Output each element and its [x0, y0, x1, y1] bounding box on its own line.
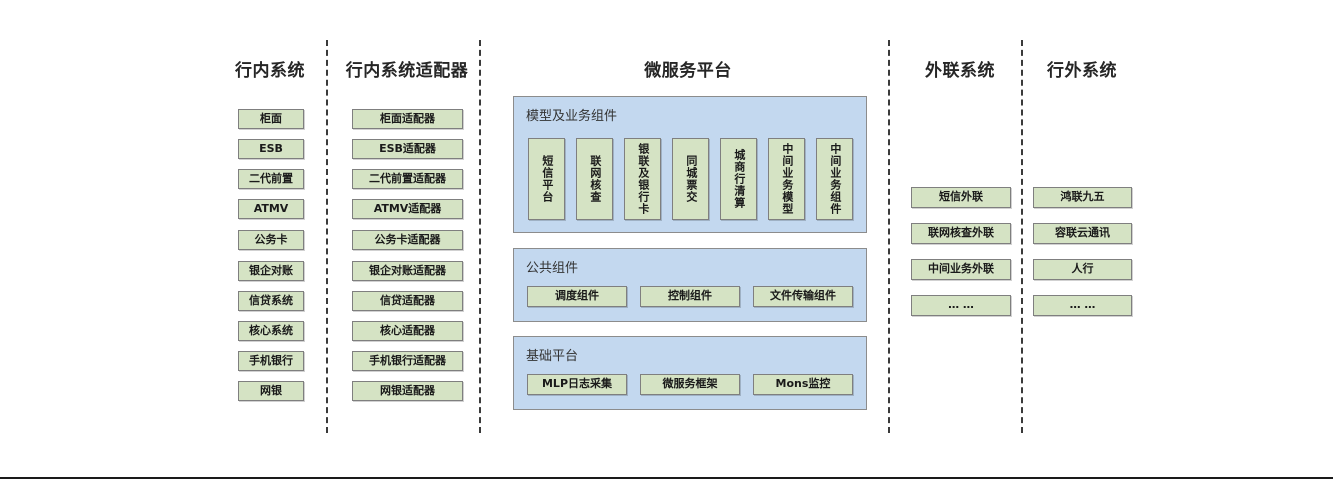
- node-public-component-1[interactable]: 调度组件: [527, 286, 627, 307]
- node-model-component-3[interactable]: 银联及银行卡: [624, 138, 661, 220]
- node-intra-bank-system-1[interactable]: 柜面: [238, 109, 304, 129]
- node-model-component-4[interactable]: 同城票交: [672, 138, 709, 220]
- node-intra-bank-system-3[interactable]: 二代前置: [238, 169, 304, 189]
- node-intra-bank-adapter-1[interactable]: 柜面适配器: [352, 109, 463, 129]
- node-intra-bank-adapter-7[interactable]: 信贷适配器: [352, 291, 463, 311]
- node-intra-bank-adapter-3[interactable]: 二代前置适配器: [352, 169, 463, 189]
- node-base-platform-1[interactable]: MLP日志采集: [527, 374, 627, 395]
- column-title-intra-bank-systems: 行内系统: [235, 61, 305, 81]
- column-title-external-liaison-systems: 外联系统: [925, 61, 995, 81]
- panel-label-public-components: 公共组件: [526, 261, 579, 276]
- node-outside-bank-3[interactable]: 人行: [1033, 259, 1132, 280]
- node-intra-bank-adapter-9[interactable]: 手机银行适配器: [352, 351, 463, 371]
- node-intra-bank-adapter-10[interactable]: 网银适配器: [352, 381, 463, 401]
- node-model-component-2[interactable]: 联网核查: [576, 138, 613, 220]
- node-intra-bank-system-6[interactable]: 银企对账: [238, 261, 304, 281]
- node-outside-bank-1[interactable]: 鸿联九五: [1033, 187, 1132, 208]
- node-intra-bank-system-9[interactable]: 手机银行: [238, 351, 304, 371]
- panel-label-model-business-components: 模型及业务组件: [526, 109, 618, 124]
- node-intra-bank-adapter-8[interactable]: 核心适配器: [352, 321, 463, 341]
- node-outside-bank-2[interactable]: 容联云通讯: [1033, 223, 1132, 244]
- node-intra-bank-adapter-5[interactable]: 公务卡适配器: [352, 230, 463, 250]
- node-intra-bank-system-2[interactable]: ESB: [238, 139, 304, 159]
- panel-base-platform: 基础平台: [513, 336, 867, 410]
- node-external-liaison-3[interactable]: 中间业务外联: [911, 259, 1011, 280]
- node-intra-bank-adapter-2[interactable]: ESB适配器: [352, 139, 463, 159]
- column-divider-1: [326, 40, 328, 433]
- node-intra-bank-system-7[interactable]: 信贷系统: [238, 291, 304, 311]
- node-base-platform-3[interactable]: Mons监控: [753, 374, 853, 395]
- column-title-intra-bank-adapters: 行内系统适配器: [345, 61, 469, 81]
- node-intra-bank-adapter-4[interactable]: ATMV适配器: [352, 199, 463, 219]
- panel-label-base-platform: 基础平台: [526, 349, 579, 364]
- node-external-liaison-2[interactable]: 联网核查外联: [911, 223, 1011, 244]
- node-model-component-5[interactable]: 城商行清算: [720, 138, 757, 220]
- node-model-component-7[interactable]: 中间业务组件: [816, 138, 853, 220]
- node-base-platform-2[interactable]: 微服务框架: [640, 374, 740, 395]
- node-external-liaison-1[interactable]: 短信外联: [911, 187, 1011, 208]
- node-model-component-1[interactable]: 短信平台: [528, 138, 565, 220]
- column-divider-3: [888, 40, 890, 433]
- column-title-outside-bank-systems: 行外系统: [1047, 61, 1117, 81]
- page-bottom-rule: [0, 477, 1333, 479]
- node-outside-bank-4[interactable]: … …: [1033, 295, 1132, 316]
- node-intra-bank-adapter-6[interactable]: 银企对账适配器: [352, 261, 463, 281]
- column-title-microservice-platform: 微服务平台: [644, 61, 732, 81]
- panel-public-components: 公共组件: [513, 248, 867, 322]
- node-external-liaison-4[interactable]: … …: [911, 295, 1011, 316]
- column-divider-4: [1021, 40, 1023, 433]
- node-intra-bank-system-10[interactable]: 网银: [238, 381, 304, 401]
- node-public-component-3[interactable]: 文件传输组件: [753, 286, 853, 307]
- node-intra-bank-system-5[interactable]: 公务卡: [238, 230, 304, 250]
- node-intra-bank-system-4[interactable]: ATMV: [238, 199, 304, 219]
- node-public-component-2[interactable]: 控制组件: [640, 286, 740, 307]
- node-intra-bank-system-8[interactable]: 核心系统: [238, 321, 304, 341]
- column-divider-2: [479, 40, 481, 433]
- node-model-component-6[interactable]: 中间业务模型: [768, 138, 805, 220]
